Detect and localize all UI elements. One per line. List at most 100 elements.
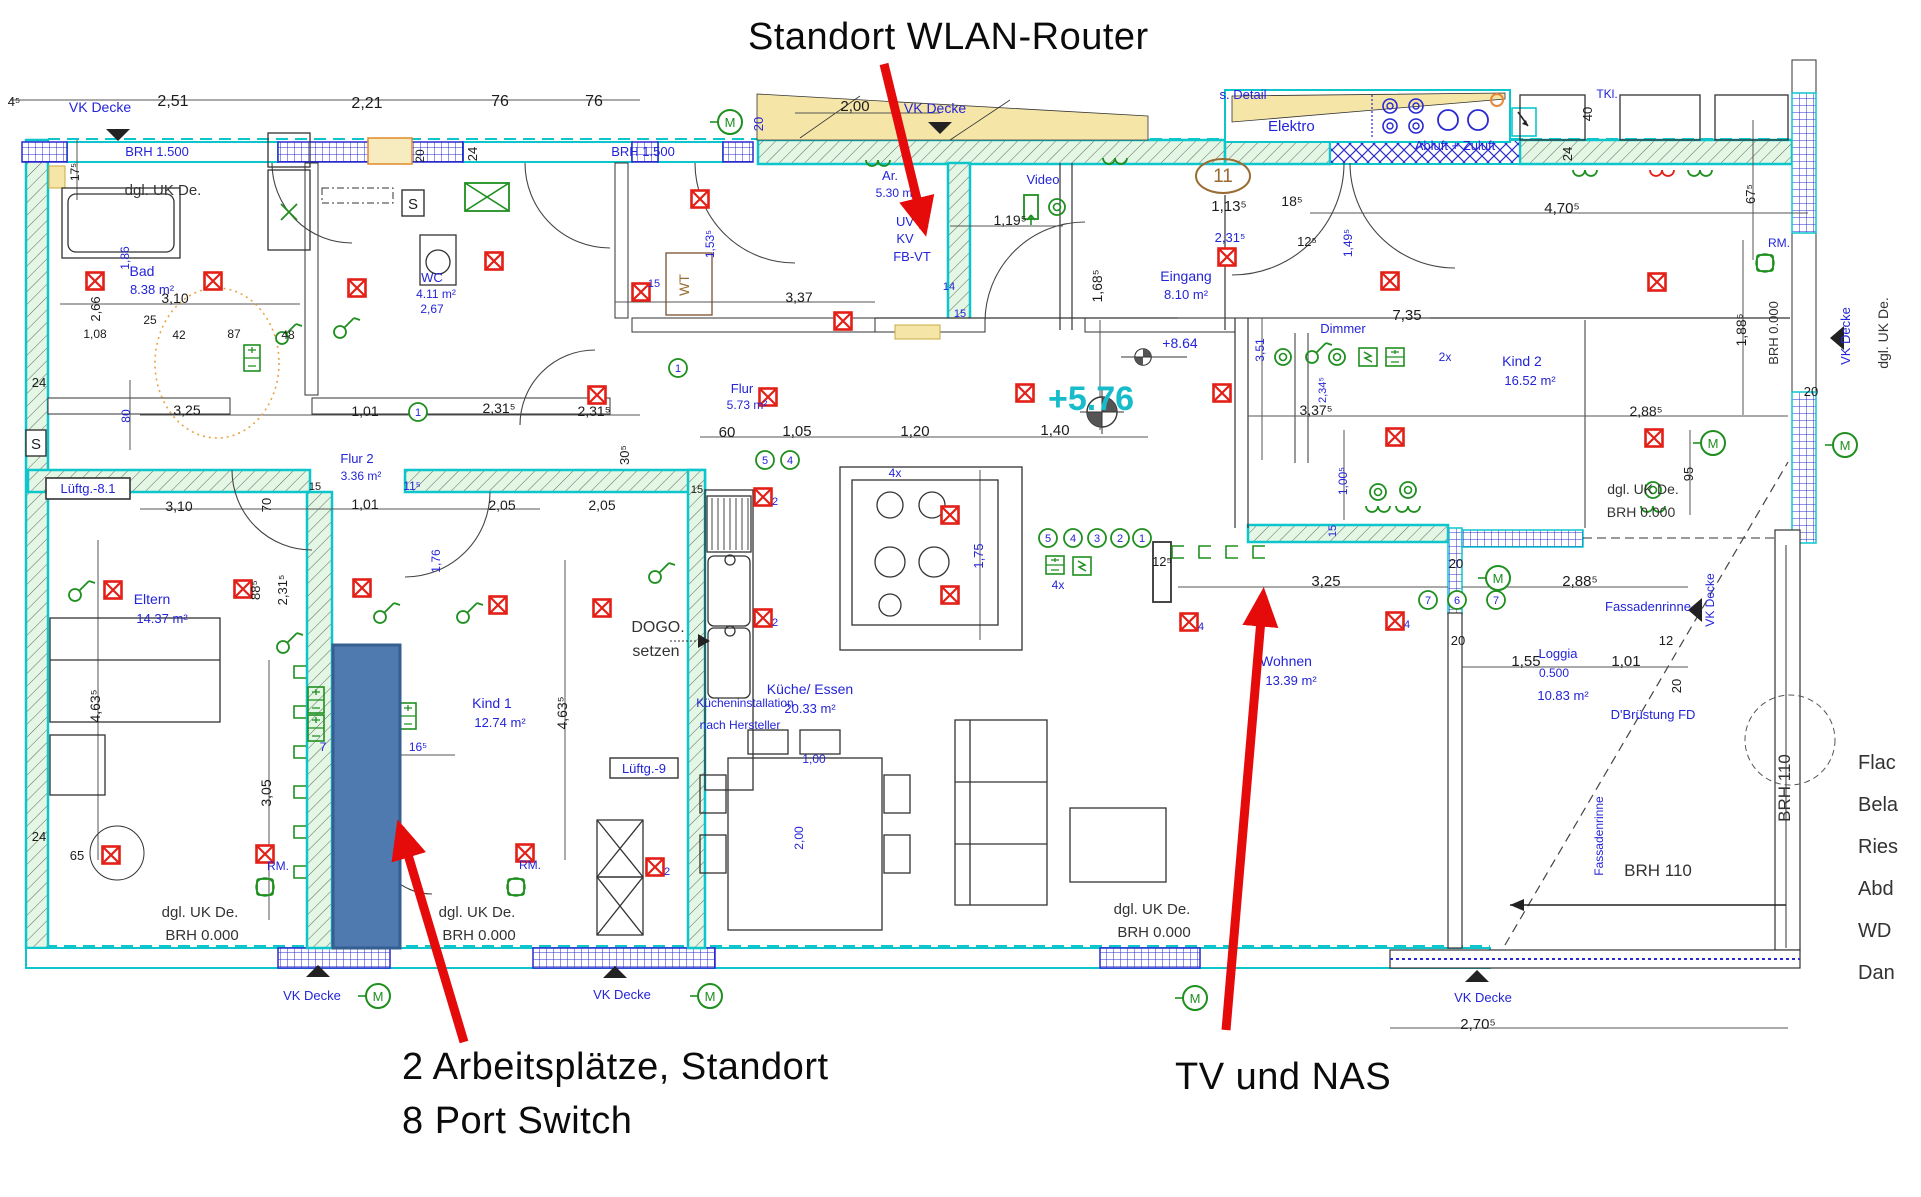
- circuit-number-icon: 1: [668, 358, 688, 378]
- svg-text:4: 4: [787, 455, 793, 467]
- plan-label: 1,00: [802, 752, 826, 766]
- section-triangles-layer: [106, 122, 1844, 982]
- plan-label: 42: [172, 328, 186, 342]
- plan-label: 12⁵: [1152, 554, 1172, 569]
- plan-label: 0.500: [1539, 666, 1569, 680]
- plan-label: Bela: [1858, 794, 1899, 816]
- plan-label: 2,00: [792, 826, 806, 850]
- yellow-wedge: [48, 93, 1149, 340]
- plan-label: 14.37 m²: [136, 611, 188, 626]
- switch-icon: [648, 562, 676, 584]
- plan-label: 5.73 m²: [727, 398, 768, 412]
- plan-label: 14: [943, 281, 955, 293]
- circuit-number-icon: 4: [1063, 528, 1083, 548]
- plan-label: 20: [1451, 633, 1465, 648]
- plan-label: 1,20: [900, 423, 929, 440]
- electrical-symbols-layer: [68, 157, 1775, 897]
- socket-box-icon: [1385, 347, 1405, 367]
- plan-label: 2,67: [420, 302, 444, 316]
- plan-label: 1,01: [1611, 653, 1640, 670]
- connection-bracket-icon: [293, 705, 306, 719]
- connection-bracket-icon: [293, 785, 306, 799]
- svg-text:1: 1: [415, 407, 421, 419]
- svg-text:M: M: [725, 115, 736, 130]
- svg-text:3: 3: [1094, 533, 1100, 545]
- furniture: [49, 94, 1789, 936]
- plan-label: nach Hersteller: [700, 718, 781, 732]
- plan-label: 10.83 m²: [1537, 688, 1589, 703]
- plan-label: BRH 0.000: [1766, 301, 1781, 365]
- switch-icon: [68, 580, 96, 602]
- switch-icon: [333, 317, 361, 339]
- connection-bracket-icon: [293, 745, 306, 759]
- lamp-outlet-icon: [1274, 348, 1292, 366]
- plan-label: 4: [1198, 621, 1204, 633]
- switch-icon: [373, 602, 401, 624]
- plan-label: 1,19⁵: [993, 212, 1026, 228]
- workstation-annotation-line2: 8 Port Switch: [402, 1100, 633, 1142]
- plan-label: RM.: [519, 858, 541, 872]
- m-marker-icon: M: [1825, 432, 1858, 458]
- plan-label: DOGO.: [631, 619, 684, 636]
- plan-label: VK Decke: [1703, 573, 1717, 627]
- ceiling-outlet-icon: [484, 251, 504, 271]
- circuit-number-icon: 5: [755, 450, 775, 470]
- plan-label: KV: [896, 231, 914, 246]
- plan-label: 20: [1669, 679, 1684, 693]
- plan-label: 24: [1560, 147, 1575, 161]
- svg-text:1: 1: [675, 363, 681, 375]
- plan-label: 80: [119, 409, 133, 423]
- loggia: [1389, 461, 1836, 969]
- plan-label: VK Decke: [283, 988, 341, 1003]
- circuit-number-icon: 5: [1038, 528, 1058, 548]
- lamp-outlet-icon: [1369, 483, 1387, 501]
- plan-label: Eltern: [134, 591, 171, 607]
- plan-label: RM.: [1768, 236, 1790, 250]
- plan-label: 2,05: [488, 497, 515, 513]
- ceiling-outlet-icon: [1179, 612, 1199, 632]
- plan-label: 2,51: [157, 93, 188, 110]
- plan-label: 15: [309, 481, 321, 493]
- plan-label: 4,63⁵: [87, 689, 103, 722]
- plan-label: 1,75: [971, 543, 986, 568]
- plan-label: VK Decke: [593, 987, 651, 1002]
- plan-label: 7: [320, 740, 327, 754]
- plan-label: 1,00⁵: [1336, 467, 1350, 495]
- plan-label: 3,05: [258, 779, 274, 806]
- plan-label: 20: [751, 117, 766, 131]
- workstation-arrow-icon: [391, 819, 469, 1044]
- plan-label: 67⁵: [1743, 184, 1758, 204]
- svg-text:7: 7: [1493, 595, 1499, 607]
- plan-label: 3,25: [173, 402, 200, 418]
- workstation-annotation-line1: 2 Arbeitsplätze, Standort: [402, 1046, 829, 1088]
- plan-label: S: [31, 436, 41, 453]
- connection-bracket-icon: [1252, 545, 1265, 559]
- svg-text:M: M: [1493, 571, 1504, 586]
- plan-label: 4,63⁵: [554, 696, 570, 729]
- plan-label: 2,31⁵: [482, 400, 515, 416]
- plan-label: VK Decke: [69, 99, 131, 115]
- plan-label: 3.36 m²: [341, 469, 382, 483]
- ceiling-outlet-icon: [488, 595, 508, 615]
- plan-label: 1,01: [351, 496, 378, 512]
- triangle-up-icon: [603, 966, 627, 978]
- plan-label: 3,51: [1253, 338, 1267, 362]
- plan-label: 76: [491, 93, 509, 110]
- socket-icon: [243, 344, 261, 372]
- fixture-x-icon: [280, 203, 298, 221]
- plan-label: 2,88⁵: [1629, 403, 1662, 419]
- wlan-arrow-icon: [879, 62, 935, 237]
- plan-label: S: [408, 196, 418, 213]
- plan-label: 87: [227, 327, 241, 341]
- plan-label: Küche/ Essen: [767, 681, 853, 697]
- plan-label: 11⁵: [403, 479, 420, 493]
- workstation-location-rect: [331, 643, 402, 950]
- ceiling-outlet-icon: [1015, 383, 1035, 403]
- plan-label: 4x: [1052, 578, 1065, 592]
- ceiling-lamp-icon: [1687, 169, 1713, 177]
- m-marker-icon: M: [1478, 565, 1511, 591]
- triangle-down-icon: [106, 129, 130, 141]
- ceiling-lamp-icon: [1572, 169, 1598, 177]
- plan-label: 1,49⁵: [1341, 229, 1355, 257]
- plan-label: dgl. UK De.: [1114, 901, 1191, 918]
